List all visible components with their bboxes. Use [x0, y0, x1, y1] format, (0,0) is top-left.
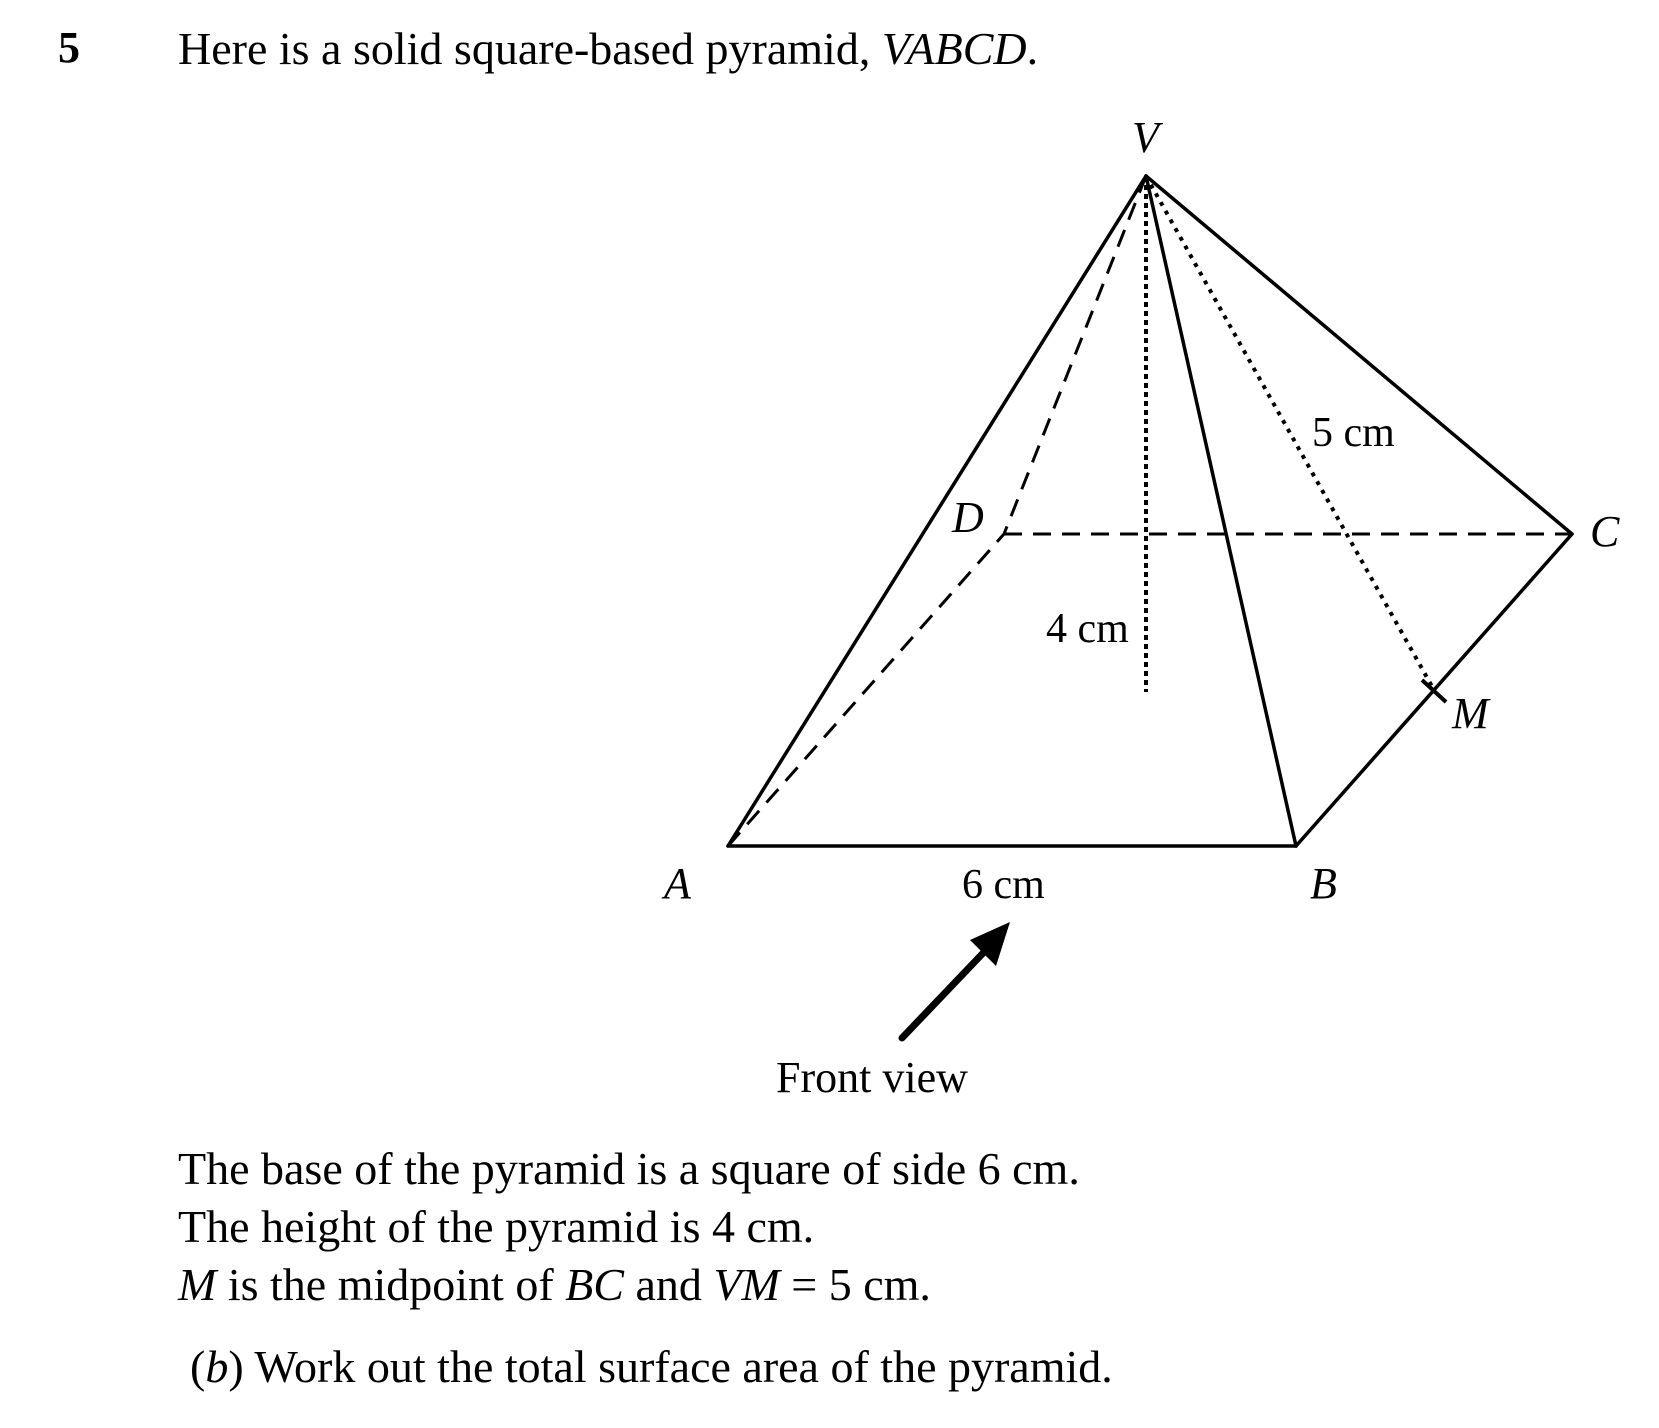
- part-b-question: (b) Work out the total surface area of t…: [190, 1340, 1113, 1393]
- fact-end-text: = 5 cm.: [779, 1259, 931, 1310]
- edge-VD-hidden: [1002, 175, 1148, 535]
- label-base-6cm: 6 cm: [962, 862, 1045, 908]
- part-b-text: Work out the total surface area of the p…: [243, 1341, 1113, 1392]
- intro-text: Here is a solid square-based pyramid,: [178, 23, 882, 74]
- label-front-view: Front view: [776, 1053, 968, 1102]
- edge-VC: [1144, 174, 1574, 536]
- question-intro: Here is a solid square-based pyramid, VA…: [178, 22, 1038, 75]
- part-b-letter: b: [205, 1341, 229, 1392]
- front-view-arrow-shaft: [898, 946, 990, 1042]
- fact-height: The height of the pyramid is 4 cm.: [178, 1201, 815, 1252]
- intro-suffix: .: [1026, 23, 1039, 74]
- label-height-4cm: 4 cm: [1046, 606, 1129, 652]
- var-VM: VM: [713, 1259, 780, 1310]
- label-A: A: [661, 859, 692, 908]
- label-D: D: [951, 493, 984, 542]
- edge-AD-hidden: [726, 533, 1006, 847]
- label-B: B: [1310, 859, 1337, 908]
- var-M: M: [178, 1259, 217, 1310]
- question-facts: The base of the pyramid is a square of s…: [178, 1140, 1080, 1314]
- fact-midpoint: M is the midpoint of BC and VM = 5 cm.: [178, 1256, 1080, 1314]
- fact-base: The base of the pyramid is a square of s…: [178, 1143, 1080, 1194]
- pyramid-name: VABCD: [881, 23, 1027, 74]
- edge-VA: [726, 174, 1148, 848]
- fact-and-text: and: [623, 1259, 714, 1310]
- var-BC: BC: [565, 1259, 624, 1310]
- label-C: C: [1590, 507, 1620, 556]
- slant-line-VM: [1144, 175, 1436, 691]
- front-view-arrowhead: [970, 922, 1010, 966]
- question-number: 5: [58, 23, 80, 72]
- part-b-open: (: [190, 1341, 206, 1392]
- fact-mid-text: is the midpoint of: [216, 1259, 566, 1310]
- midpoint-tick: [1420, 678, 1448, 704]
- label-M: M: [1451, 689, 1491, 738]
- edge-VB: [1144, 174, 1298, 848]
- part-b-close: ): [228, 1341, 244, 1392]
- label-V: V: [1132, 113, 1164, 162]
- label-slant-5cm: 5 cm: [1312, 410, 1395, 456]
